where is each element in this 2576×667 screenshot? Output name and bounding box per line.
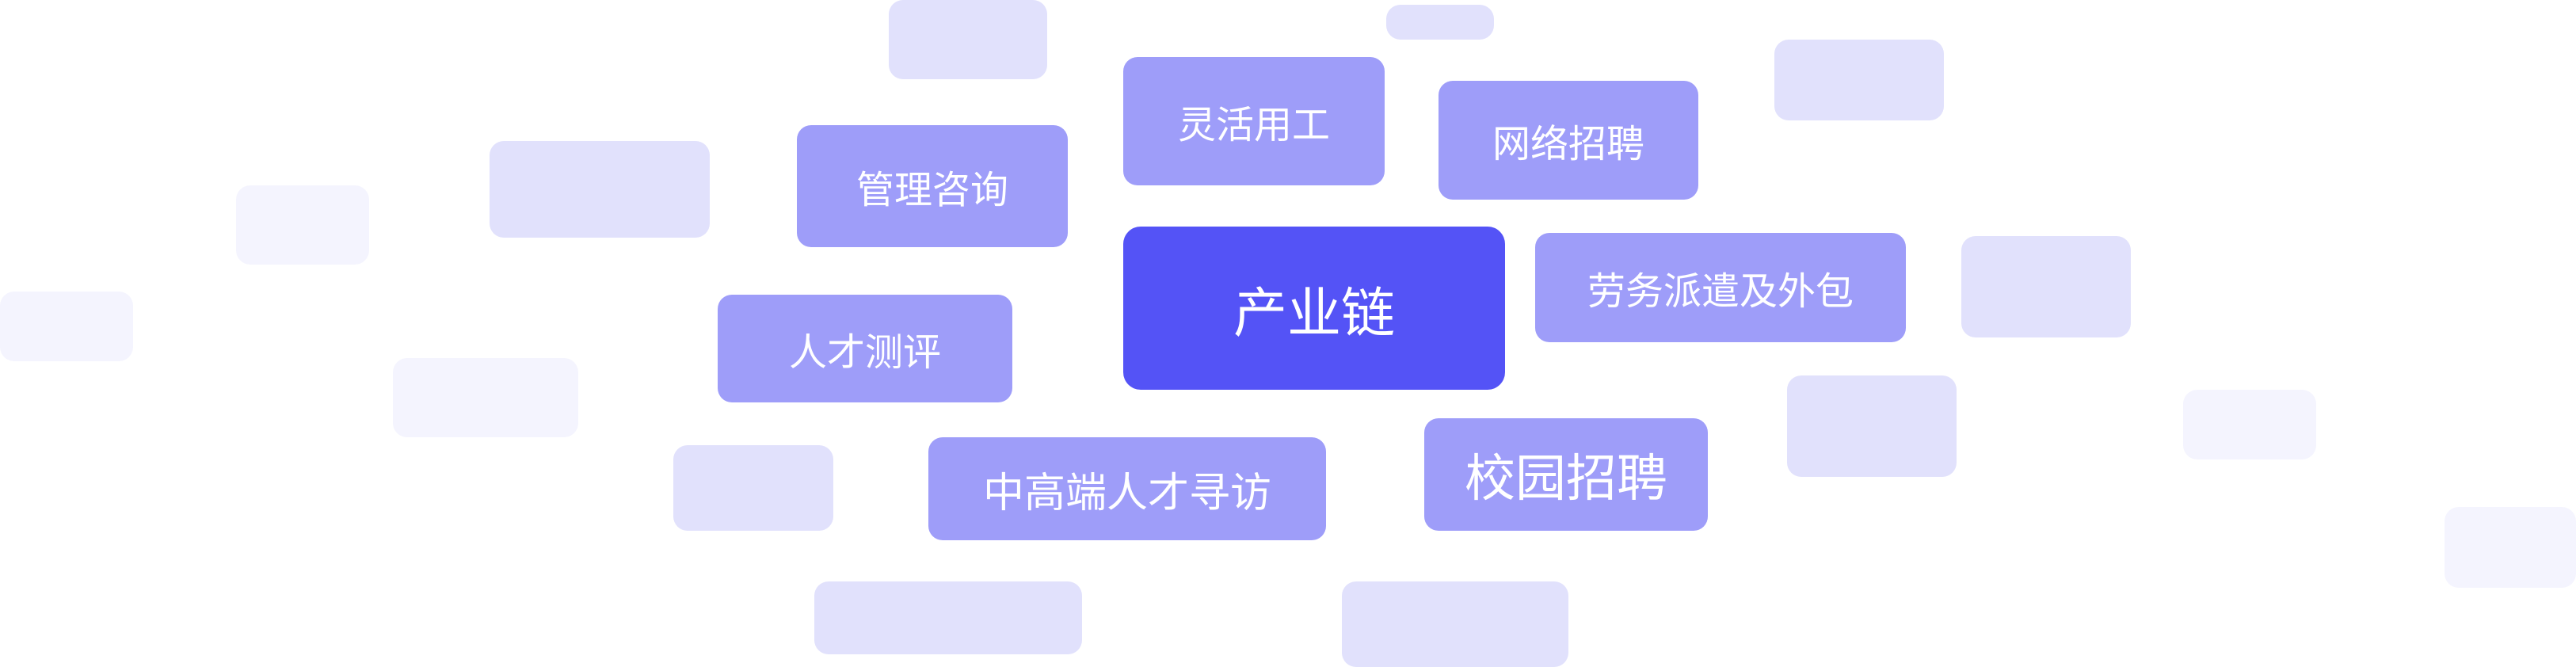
tag-campus-recruitment[interactable]: 校园招聘 [1424,418,1708,531]
tag-labor-dispatch-outsourcing[interactable]: 劳务派遣及外包 [1535,233,1906,342]
tag-management-consulting[interactable]: 管理咨询 [797,125,1068,247]
tag-talent-assessment[interactable]: 人才测评 [718,295,1012,402]
placeholder-tile [1961,236,2131,337]
tag-industry-chain[interactable]: 产业链 [1123,227,1505,390]
tag-executive-search[interactable]: 中高端人才寻访 [928,437,1326,540]
placeholder-tile [1386,5,1494,40]
placeholder-tile [1787,375,1957,477]
placeholder-tile [393,358,578,437]
placeholder-tile [2445,507,2576,588]
placeholder-tile [673,445,833,531]
placeholder-tile [2183,390,2316,459]
tag-online-recruitment[interactable]: 网络招聘 [1439,81,1698,200]
placeholder-tile [236,185,369,265]
placeholder-tile [490,141,710,238]
placeholder-tile [0,292,133,361]
placeholder-tile [1774,40,1944,120]
placeholder-tile [889,0,1047,79]
placeholder-tile [1342,581,1568,667]
placeholder-tile [814,581,1082,654]
tag-flexible-employment[interactable]: 灵活用工 [1123,57,1385,185]
